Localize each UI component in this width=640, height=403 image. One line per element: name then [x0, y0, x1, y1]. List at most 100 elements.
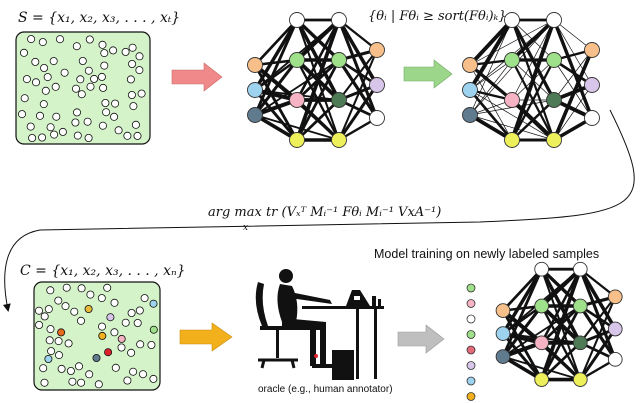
- sample-dot: [126, 75, 135, 84]
- sample-dot: [40, 64, 49, 73]
- sample-dot: [135, 52, 144, 61]
- sample-dot: [66, 366, 75, 375]
- pool-s-samples: [17, 35, 146, 142]
- sample-dot: [46, 325, 55, 334]
- network-node: [495, 303, 511, 318]
- sample-dot: [133, 131, 142, 140]
- sample-dot: [58, 127, 67, 136]
- sample-dot: [98, 121, 107, 130]
- objective-subscript: x: [243, 223, 248, 233]
- sample-dot: [36, 111, 45, 120]
- sample-dot: [137, 89, 146, 98]
- sample-dot: [60, 68, 69, 77]
- sample-dot: [127, 308, 136, 317]
- sample-dot: [111, 99, 120, 108]
- sample-dot: [84, 66, 93, 75]
- sample-dot: [57, 328, 66, 337]
- sample-dot: [85, 370, 94, 379]
- sample-dot: [54, 337, 63, 346]
- network-edge: [579, 268, 616, 298]
- network-node: [534, 335, 549, 351]
- network-edge: [502, 355, 543, 382]
- sample-dot: [61, 302, 70, 311]
- network-edge: [338, 49, 378, 141]
- network-edge: [337, 59, 379, 119]
- network-edge: [469, 19, 555, 66]
- sample-dot: [97, 72, 106, 81]
- network-edge: [254, 19, 298, 66]
- network-node: [546, 92, 562, 108]
- sample-dot: [50, 130, 59, 139]
- network-node: [504, 92, 520, 108]
- sample-dot: [136, 340, 145, 349]
- sample-dot: [26, 122, 35, 131]
- labeled-sample-dot: [466, 392, 476, 401]
- network-node: [369, 110, 385, 126]
- sample-dot: [109, 46, 118, 55]
- network-node: [607, 321, 623, 337]
- sample-dot: [27, 35, 36, 44]
- sample-dot: [123, 131, 132, 140]
- network-node: [289, 92, 305, 108]
- sample-dot: [55, 351, 64, 360]
- network-node: [495, 349, 511, 364]
- network-edge: [511, 99, 555, 141]
- green-arrow-icon: [403, 59, 453, 89]
- set-c-label: C = {x₁, x₂, x₃, . . . , xₙ}: [20, 263, 186, 279]
- sample-dot: [31, 57, 40, 66]
- sample-dot: [110, 112, 119, 121]
- sample-dot: [94, 380, 103, 389]
- network-node: [546, 132, 562, 148]
- network-edge: [510, 19, 556, 141]
- sample-dot: [78, 57, 87, 66]
- sample-dot: [84, 304, 93, 313]
- gray-arrow-icon: [397, 324, 445, 354]
- network-node: [584, 77, 600, 93]
- network-node: [546, 12, 562, 28]
- labeled-sample-dot: [466, 376, 476, 386]
- network-edge: [469, 59, 513, 116]
- network-edge: [579, 328, 617, 381]
- sample-dot: [127, 91, 136, 100]
- sample-dot: [51, 82, 60, 91]
- sample-dot: [20, 94, 29, 103]
- network-edge: [254, 114, 340, 141]
- sample-dot: [101, 99, 110, 108]
- sample-dot: [47, 347, 56, 356]
- network-edge: [553, 49, 593, 101]
- network-node: [572, 335, 588, 351]
- sample-dot: [17, 110, 26, 119]
- network-edge: [501, 305, 543, 358]
- sample-dot: [117, 334, 126, 343]
- network-node: [289, 52, 305, 68]
- network-node: [495, 326, 511, 341]
- network-node: [289, 132, 305, 148]
- network-edge: [253, 59, 299, 116]
- network-edge: [338, 19, 378, 51]
- sample-dot: [135, 66, 144, 75]
- sample-dot: [106, 313, 115, 322]
- network-edge: [295, 19, 341, 101]
- network-edge: [553, 59, 593, 119]
- sample-dot: [110, 298, 119, 307]
- sample-dot: [38, 38, 47, 47]
- sample-dot: [72, 42, 81, 51]
- sample-dot: [39, 100, 48, 109]
- network-edge: [253, 19, 299, 116]
- sample-dot: [92, 353, 101, 362]
- network-edge: [469, 59, 513, 91]
- sample-dot: [149, 325, 158, 334]
- network-edge: [468, 63, 514, 102]
- network-node: [572, 372, 588, 387]
- sample-dot: [68, 377, 77, 386]
- sample-dot: [123, 376, 132, 385]
- sample-dot: [110, 328, 119, 337]
- network-node: [331, 12, 347, 28]
- sample-dot: [77, 90, 86, 99]
- network-node: [369, 42, 385, 58]
- network-edge: [502, 355, 581, 381]
- labeled-sample-dot: [466, 330, 476, 339]
- network-edge: [295, 19, 341, 141]
- network-node: [331, 132, 347, 148]
- sample-dot: [44, 305, 53, 314]
